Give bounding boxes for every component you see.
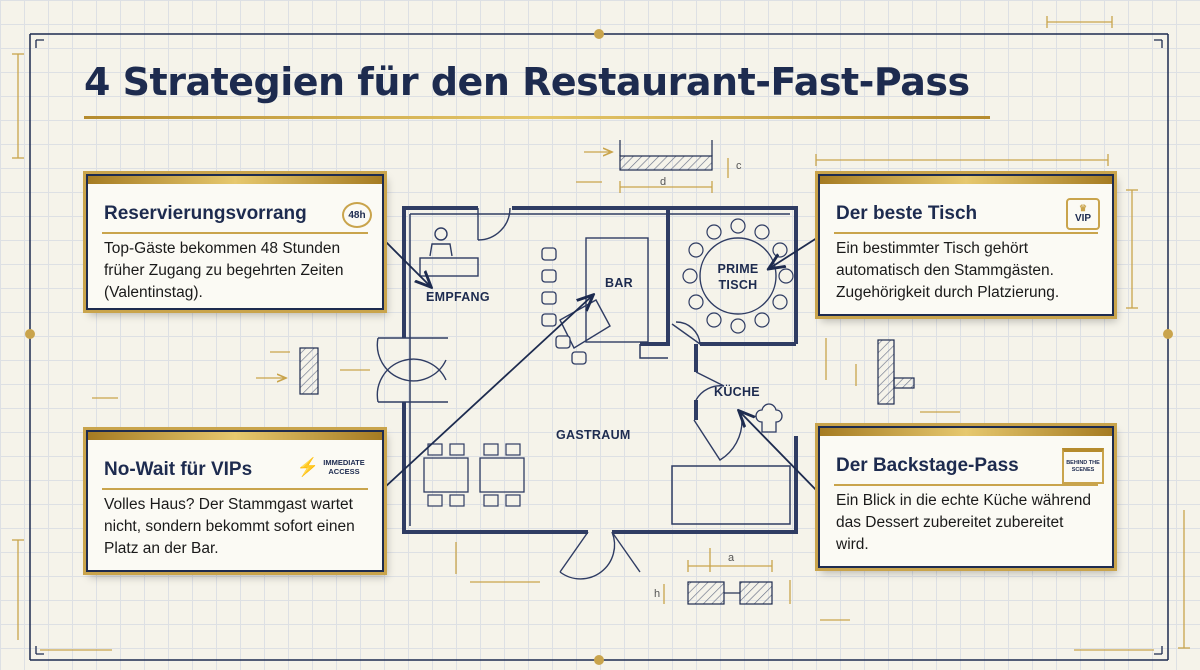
card-reservierungsvorrang: Reservierungsvorrang 48h Top-Gäste bekom…: [86, 174, 384, 310]
behind-the-scenes-curtain-icon: BEHIND THE SCENES: [1062, 448, 1104, 484]
card-top-bar: [88, 432, 382, 440]
card-divider: [834, 484, 1098, 486]
room-label-kueche: KÜCHE: [714, 385, 760, 399]
room-label-prime-tisch: PRIME TISCH: [717, 262, 759, 292]
frame-corner-arrows: [35, 39, 1163, 655]
prime-table: [699, 237, 777, 315]
badge-text: BEHIND THE SCENES: [1066, 460, 1100, 473]
dimension-label-d: d: [660, 176, 667, 188]
card-text: Volles Haus? Der Stammgast wartet nicht,…: [104, 496, 355, 557]
card-no-wait-fuer-vips: No-Wait für VIPs ⚡ IMMEDIATE ACCESS Voll…: [86, 430, 384, 572]
reception-desk: [419, 227, 479, 277]
card-top-bar: [820, 428, 1112, 436]
pointer-arrows: [379, 235, 821, 495]
room-label-empfang: EMPFANG: [426, 290, 490, 304]
title-underline: [84, 116, 990, 119]
vip-crown-icon: ♛ VIP: [1066, 198, 1100, 230]
crown-glyph: ♛: [1078, 202, 1088, 213]
card-divider: [102, 488, 368, 490]
card-text: Ein Blick in die echte Küche während das…: [836, 492, 1092, 553]
immediate-access-badge: IMMEDIATE ACCESS: [318, 454, 370, 480]
bar-stools: [541, 247, 587, 365]
dining-tables: [423, 457, 525, 493]
page-title: 4 Strategien für den Restaurant-Fast-Pas…: [84, 60, 970, 104]
card-text: Ein bestimmter Tisch gehört automatisch …: [836, 240, 1060, 301]
card-der-backstage-pass: Der Backstage-Pass BEHIND THE SCENES Ein…: [818, 426, 1114, 568]
dimension-label-c: c: [736, 160, 742, 172]
dimension-label-a: a: [728, 552, 735, 564]
badge-text: VIP: [1074, 212, 1092, 224]
bar-counter: [559, 237, 649, 349]
card-title: Der beste Tisch: [836, 203, 978, 224]
dimension-label-h: h: [654, 588, 661, 600]
dining-chairs: [427, 443, 521, 507]
prime-chairs: [682, 218, 794, 334]
card-title: Der Backstage-Pass: [836, 455, 1019, 476]
frame-dots: [25, 29, 1173, 665]
card-divider: [102, 232, 368, 234]
card-top-bar: [88, 176, 382, 184]
clock-48h-icon: 48h: [342, 202, 372, 228]
card-der-beste-tisch: Der beste Tisch ♛ VIP Ein bestimmter Tis…: [818, 174, 1114, 316]
card-divider: [834, 232, 1098, 234]
hatched-walls: [299, 140, 915, 605]
inner-walls: [409, 213, 791, 526]
building-walls: [402, 206, 798, 534]
card-title: No-Wait für VIPs: [104, 459, 253, 480]
room-label-bar: BAR: [605, 276, 633, 290]
badge-text: IMMEDIATE ACCESS: [323, 458, 365, 476]
card-title: Reservierungsvorrang: [104, 203, 307, 224]
card-top-bar: [820, 176, 1112, 184]
lightning-icon: ⚡: [296, 456, 320, 477]
card-text: Top-Gäste bekommen 48 Stunden früher Zug…: [104, 240, 344, 301]
room-label-gastraum: GASTRAUM: [556, 428, 631, 442]
border-dimension-lines: [12, 16, 1190, 651]
badge-text: 48h: [348, 209, 366, 221]
chef-hat-icon: [755, 403, 783, 433]
